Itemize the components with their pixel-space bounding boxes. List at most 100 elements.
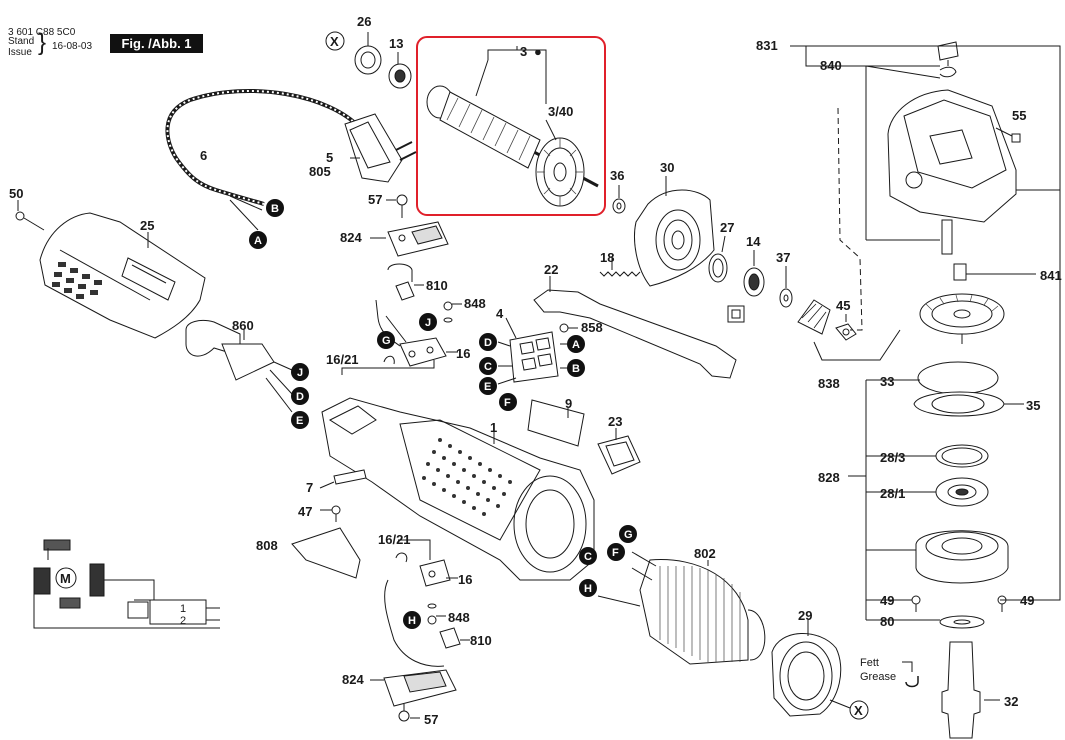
part-47-screw bbox=[320, 505, 341, 522]
armature-highlight-box bbox=[416, 36, 606, 216]
marker-a2: A bbox=[572, 339, 580, 351]
part-labels: 26 13 3 ● 3/40 6 5 805 36 30 831 840 55 … bbox=[9, 14, 1062, 727]
label-824-top: 824 bbox=[340, 230, 362, 245]
label-30: 30 bbox=[660, 160, 674, 175]
part-6-cable bbox=[165, 89, 362, 231]
label-57-bottom: 57 bbox=[424, 712, 438, 727]
label-13: 13 bbox=[389, 36, 403, 51]
marker-d2: D bbox=[484, 337, 492, 349]
part-16-switch-bottom bbox=[384, 539, 458, 667]
label-838: 838 bbox=[818, 376, 840, 391]
stand-label: Stand bbox=[8, 36, 35, 47]
part-18-spring bbox=[599, 256, 641, 277]
label-810-top: 810 bbox=[426, 278, 448, 293]
label-7: 7 bbox=[306, 480, 313, 495]
label-840: 840 bbox=[820, 58, 842, 73]
part-27-ring bbox=[708, 235, 728, 283]
schematic-switch-1: 1 bbox=[180, 603, 186, 615]
part-810-bottom bbox=[439, 627, 470, 649]
label-36: 36 bbox=[610, 168, 624, 183]
part-1-motor-housing bbox=[321, 397, 595, 581]
label-33: 33 bbox=[880, 374, 894, 389]
part-848-bottom bbox=[427, 603, 446, 625]
grease-symbol bbox=[902, 661, 919, 688]
marker-e1: E bbox=[296, 415, 303, 427]
part-828-bracket bbox=[848, 379, 940, 621]
label-29: 29 bbox=[798, 608, 812, 623]
label-57-top: 57 bbox=[368, 192, 382, 207]
part-29-guard bbox=[771, 620, 851, 717]
part-14-bearing bbox=[743, 250, 765, 297]
part-32-spindle bbox=[941, 641, 1000, 739]
part-57-screw-bottom bbox=[398, 704, 420, 722]
label-14: 14 bbox=[746, 234, 761, 249]
label-45: 45 bbox=[836, 298, 850, 313]
grease-note-fett: Fett bbox=[860, 657, 879, 669]
marker-h2: H bbox=[408, 615, 416, 627]
marker-g1: G bbox=[382, 335, 391, 347]
issue-label: Issue bbox=[8, 47, 32, 58]
label-37: 37 bbox=[776, 250, 790, 265]
part-28-1-bearing bbox=[935, 477, 989, 507]
part-33-oring bbox=[917, 361, 999, 395]
part-802-field-coil bbox=[597, 551, 766, 665]
label-50: 50 bbox=[9, 186, 23, 201]
label-26: 26 bbox=[357, 14, 371, 29]
label-3: 3 bbox=[520, 44, 527, 59]
label-4: 4 bbox=[496, 306, 504, 321]
label-810-bottom: 810 bbox=[470, 633, 492, 648]
label-9: 9 bbox=[565, 396, 572, 411]
label-1: 1 bbox=[490, 420, 497, 435]
part-7-clip bbox=[319, 469, 367, 489]
marker-a1: A bbox=[254, 235, 262, 247]
marker-f1: F bbox=[504, 397, 511, 409]
label-828: 828 bbox=[818, 470, 840, 485]
part-858-screw bbox=[559, 323, 578, 333]
label-16-bottom: 16 bbox=[458, 572, 472, 587]
grease-note-grease: Grease bbox=[860, 671, 896, 683]
marker-x-bottom: X bbox=[854, 703, 863, 718]
part-9-plate bbox=[527, 399, 585, 447]
part-841-crown-gear bbox=[919, 293, 1005, 344]
part-16-switch-top bbox=[341, 299, 458, 375]
label-49-right: 49 bbox=[1020, 593, 1034, 608]
part-flange-assy bbox=[915, 530, 1009, 584]
marker-j1: J bbox=[425, 317, 431, 329]
label-808: 808 bbox=[256, 538, 278, 553]
wiring-schematic bbox=[33, 539, 220, 629]
marker-g2: G bbox=[624, 529, 633, 541]
label-848-top: 848 bbox=[464, 296, 486, 311]
part-13-bearing bbox=[388, 52, 412, 89]
part-30-flange bbox=[634, 176, 715, 287]
part-26-cap bbox=[354, 32, 382, 75]
label-16-21-bottom: 16/21 bbox=[378, 532, 411, 547]
label-28-1: 28/1 bbox=[880, 486, 905, 501]
marker-b1: B bbox=[271, 203, 279, 215]
part-824-switch-top bbox=[370, 221, 449, 257]
label-35: 35 bbox=[1026, 398, 1040, 413]
part-4-terminal-block bbox=[497, 317, 570, 385]
label-28-3: 28/3 bbox=[880, 450, 905, 465]
label-32: 32 bbox=[1004, 694, 1018, 709]
part-22-lever bbox=[533, 276, 737, 379]
label-27: 27 bbox=[720, 220, 734, 235]
part-25-housing-cap bbox=[39, 212, 206, 339]
label-16-21-top: 16/21 bbox=[326, 352, 359, 367]
part-808-plate bbox=[291, 527, 361, 579]
part-831-gear-head bbox=[790, 41, 1061, 601]
marker-e2: E bbox=[484, 381, 491, 393]
marker-x-top: X bbox=[330, 34, 339, 49]
label-860: 860 bbox=[232, 318, 254, 333]
part-824-switch-bottom bbox=[370, 669, 457, 707]
marker-f2: F bbox=[612, 547, 619, 559]
part-small-block bbox=[727, 305, 745, 323]
marker-d1: D bbox=[296, 391, 304, 403]
label-80: 80 bbox=[880, 614, 894, 629]
part-36-washer bbox=[612, 185, 626, 214]
part-860-switch bbox=[185, 319, 293, 413]
label-25: 25 bbox=[140, 218, 154, 233]
brace: } bbox=[38, 29, 47, 56]
label-16-top: 16 bbox=[456, 346, 470, 361]
label-5: 5 bbox=[326, 150, 333, 165]
part-838-pinion bbox=[797, 299, 901, 361]
